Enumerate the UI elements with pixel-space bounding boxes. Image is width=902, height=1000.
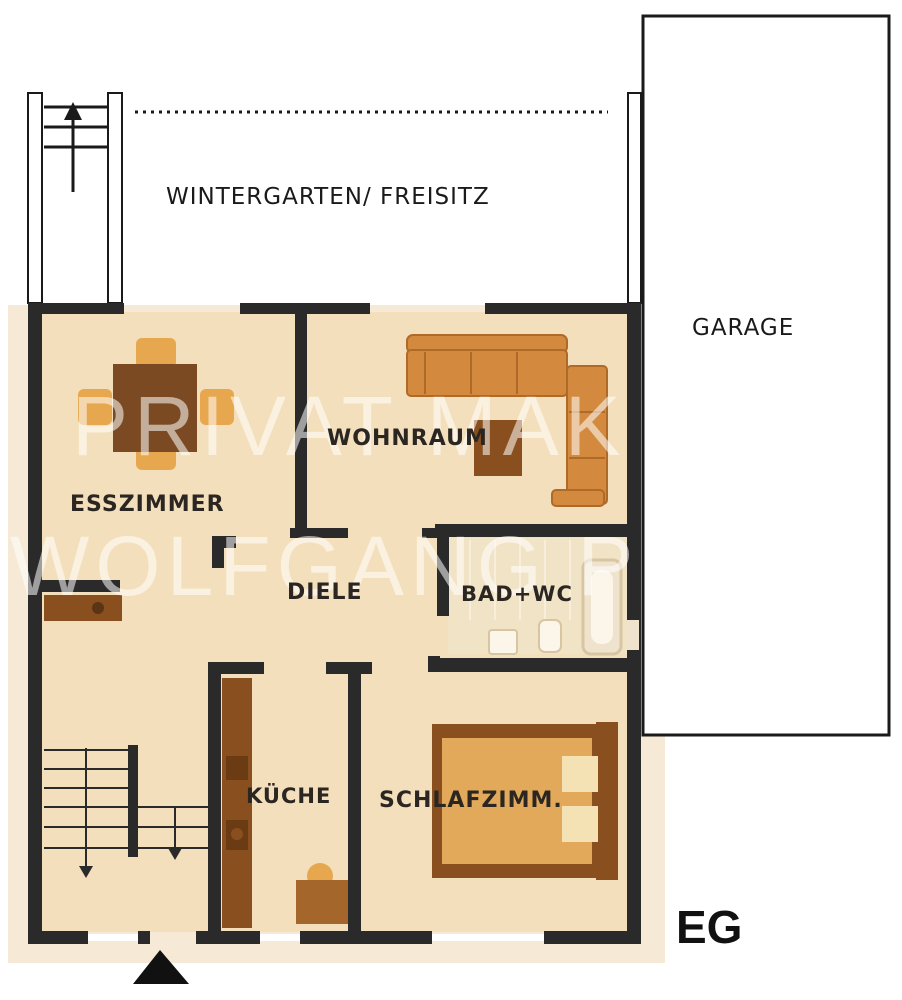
outside-stair (44, 105, 108, 192)
label-bad-wc: BAD+WC (461, 582, 573, 606)
coffee-table (474, 420, 522, 476)
label-esszimmer: ESSZIMMER (70, 492, 225, 517)
stair-arrow-up-icon (64, 102, 82, 120)
garage-outline (641, 14, 891, 737)
side-counter-burner (92, 602, 104, 614)
sofa (406, 334, 608, 507)
side-counter (44, 595, 122, 621)
floor-label: EG (676, 901, 743, 953)
bathroom-fixtures (488, 558, 639, 656)
windows (88, 934, 544, 941)
label-wintergarten: WINTERGARTEN/ FREISITZ (166, 184, 490, 210)
label-wohnraum: WOHNRAUM (327, 426, 488, 451)
stair-arrow-down-icon (168, 848, 182, 860)
walls (28, 303, 641, 944)
bed (432, 722, 618, 880)
bathroom-tiles (469, 540, 571, 620)
entrance-arrow-icon (133, 950, 189, 984)
label-garage: GARAGE (692, 315, 795, 341)
dining-table (78, 338, 234, 470)
stair-arrow-down-icon (79, 866, 93, 878)
label-schlafzimmer: SCHLAFZIMM. (379, 788, 563, 813)
label-diele: DIELE (287, 580, 363, 605)
label-kueche: KÜCHE (246, 784, 332, 808)
kitchen-counter (222, 678, 252, 928)
kitchen-table (296, 863, 348, 924)
